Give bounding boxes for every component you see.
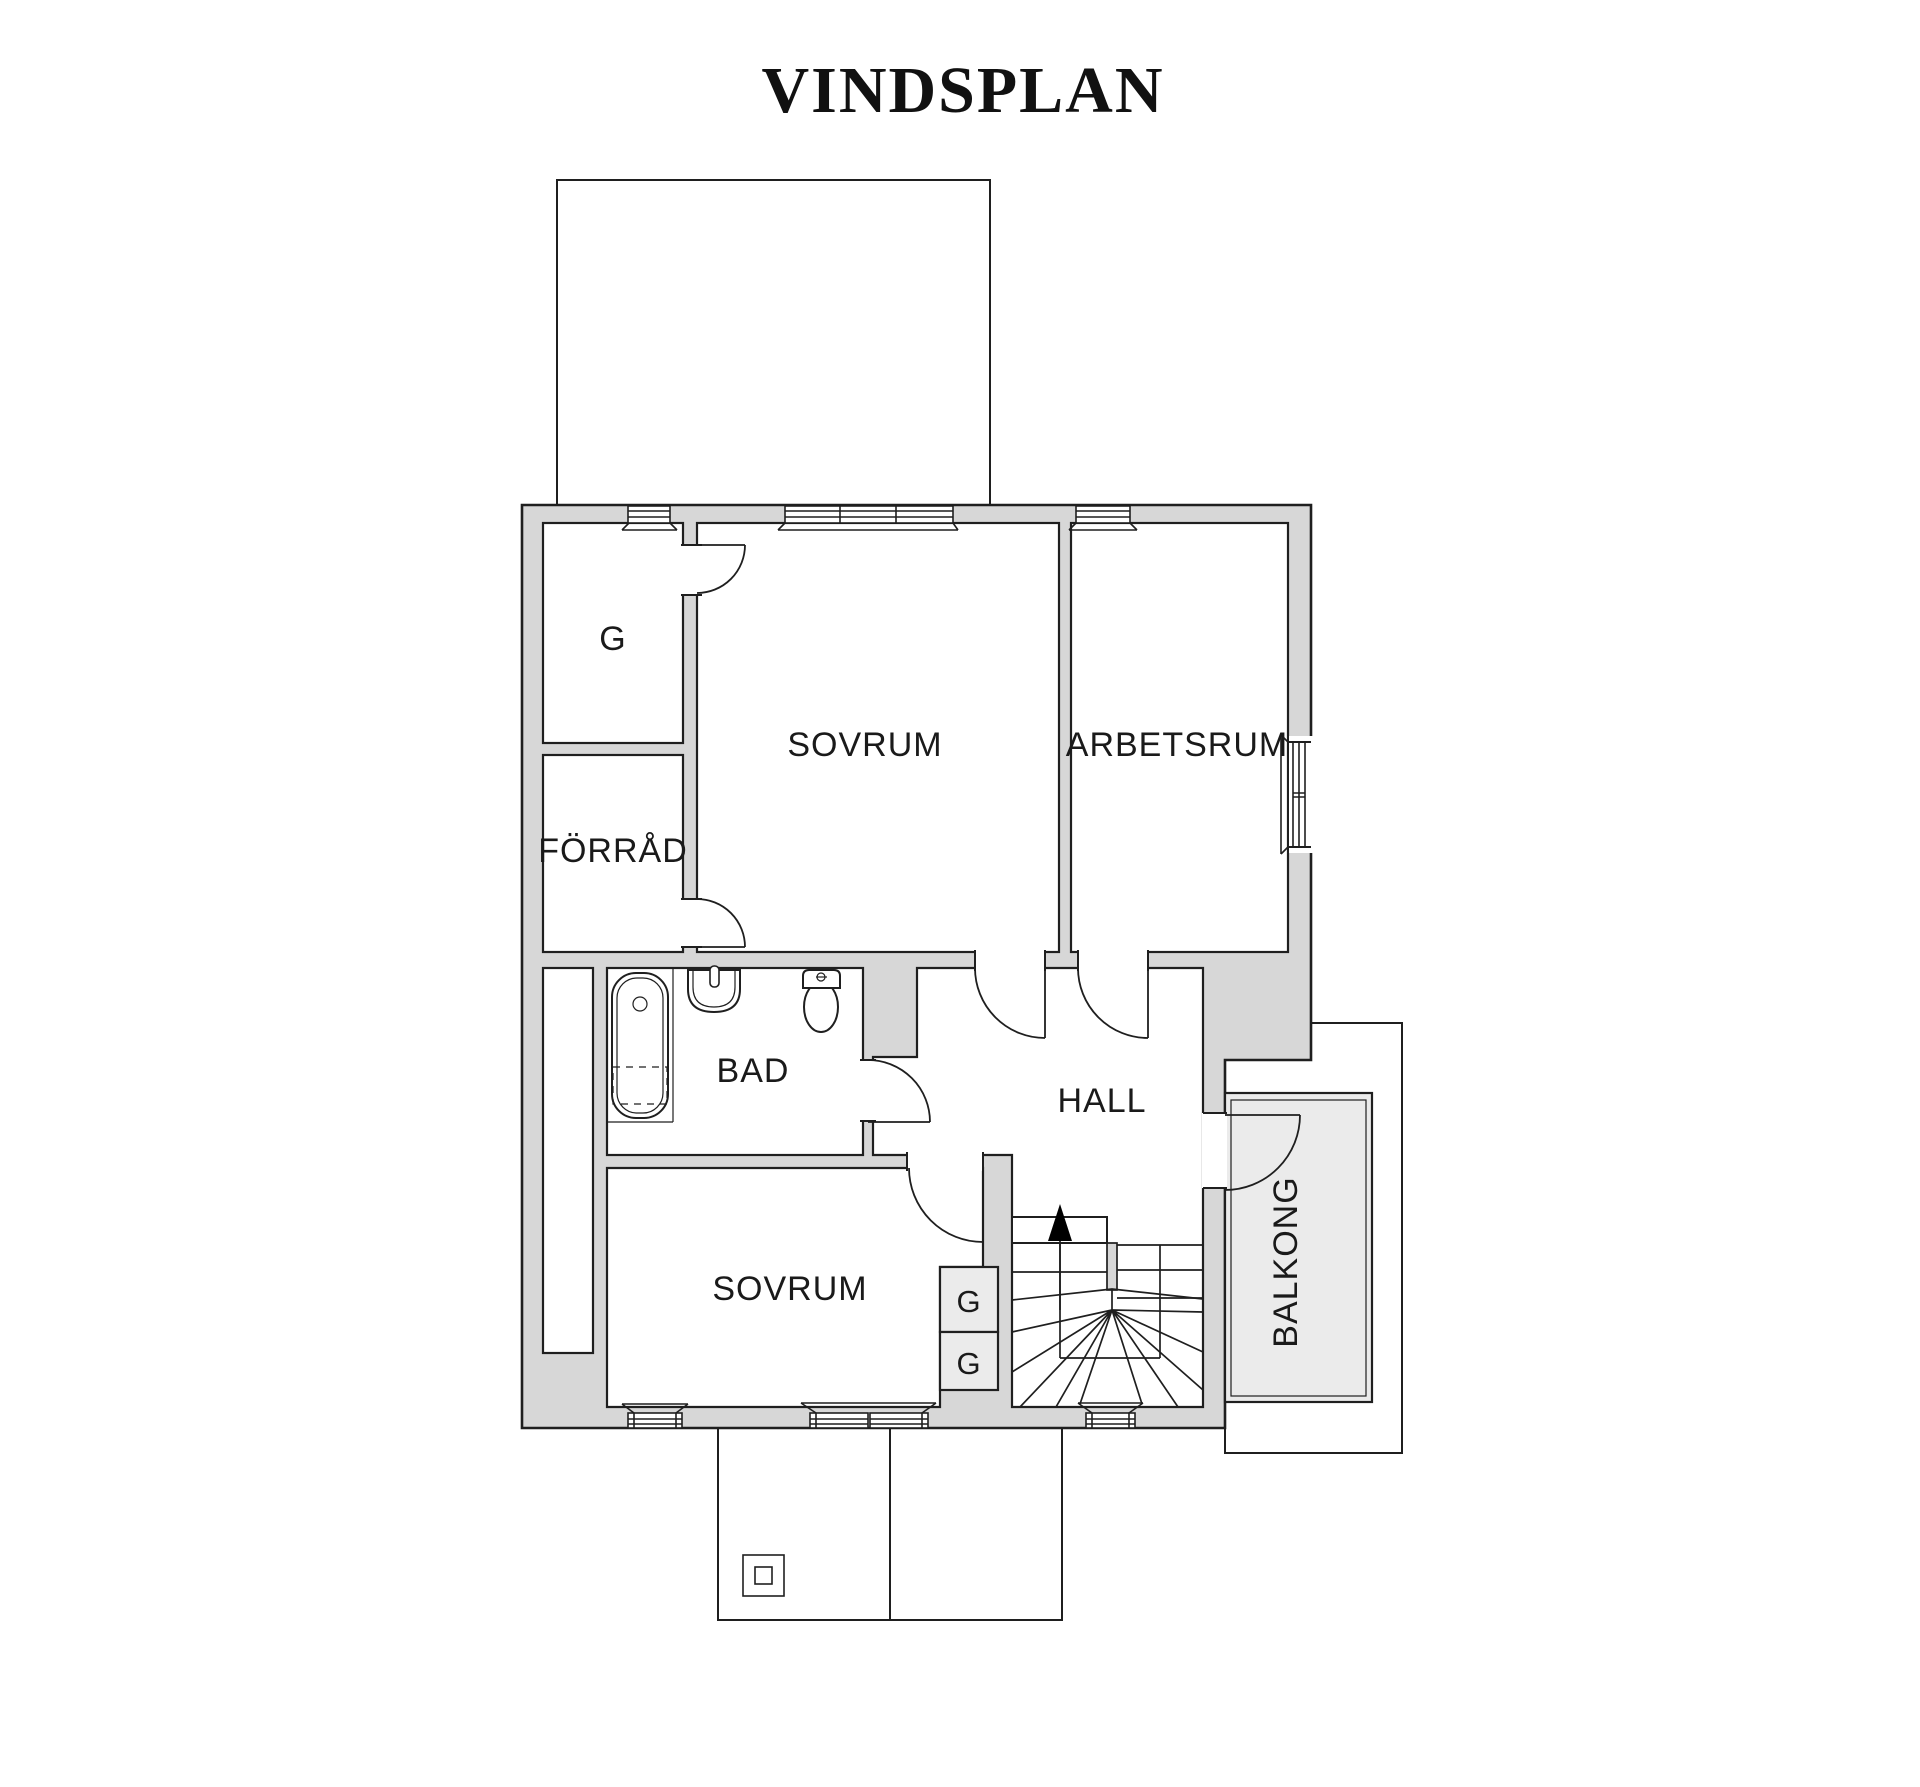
page-title: VINDSPLAN: [761, 54, 1164, 127]
window-bedroom-lower-left: [621, 1403, 689, 1429]
room-label-workroom: ARBETSRUM: [1066, 726, 1288, 764]
sink-icon: [687, 965, 741, 1014]
doors: [681, 544, 1301, 1243]
window-bedroom-lower-double: [800, 1402, 937, 1429]
windows: [621, 505, 1313, 1429]
room-label-closet-top: G: [599, 620, 626, 658]
stair-spine-wall: [1106, 1242, 1118, 1291]
door-balcony: [1224, 1114, 1301, 1191]
window-workroom-right: [1280, 734, 1313, 855]
window-dormer: [777, 505, 959, 531]
stairs-up-arrow-icon: [1048, 1204, 1072, 1241]
room-label-bathroom: BAD: [717, 1052, 790, 1090]
room-label-storage: FÖRRÅD: [538, 832, 688, 870]
balcony-railing: [1230, 1099, 1367, 1397]
staircase: [1011, 1204, 1204, 1408]
window-stairwell: [1077, 1402, 1144, 1429]
roof-outline-bottom-right: [889, 1427, 1063, 1621]
toilet-icon: [802, 969, 841, 1033]
room-storage: [541, 753, 685, 954]
room-closet-top: [541, 521, 685, 745]
closet-box-1: [938, 1265, 1000, 1334]
door-bedroom-upper: [974, 967, 1046, 1039]
room-label-bedroom-upper: SOVRUM: [787, 726, 942, 764]
balcony: [1223, 1091, 1374, 1404]
window-workroom-top: [1068, 505, 1138, 531]
chimney-icon: [742, 1554, 785, 1597]
door-storage: [696, 898, 746, 948]
window-closet-top: [621, 505, 678, 531]
door-bathroom: [867, 1059, 931, 1123]
room-label-closet-1: G: [956, 1284, 981, 1319]
room-label-bedroom-lower: SOVRUM: [712, 1270, 867, 1308]
room-label-hall: HALL: [1057, 1082, 1146, 1120]
bathtub-icon: [611, 972, 669, 1119]
bathroom-fixtures: [607, 965, 841, 1123]
roof-outline-top: [556, 179, 991, 507]
room-label-balcony: BALKONG: [1267, 1176, 1305, 1347]
room-labels: G FÖRRÅD SOVRUM ARBETSRUM BAD HALL SOVRU…: [538, 620, 1305, 1381]
door-closet-top: [696, 544, 746, 594]
room-bedroom-upper: [695, 521, 1061, 954]
door-bedroom-lower: [908, 1167, 984, 1243]
chimney-flue-icon: [754, 1566, 773, 1585]
door-workroom: [1077, 967, 1149, 1039]
closet-box-2: [938, 1330, 1000, 1392]
room-label-closet-2: G: [956, 1346, 981, 1381]
room-side-niche: [541, 966, 595, 1355]
room-workroom: [1069, 521, 1290, 954]
balcony-deck: [1223, 1091, 1374, 1404]
